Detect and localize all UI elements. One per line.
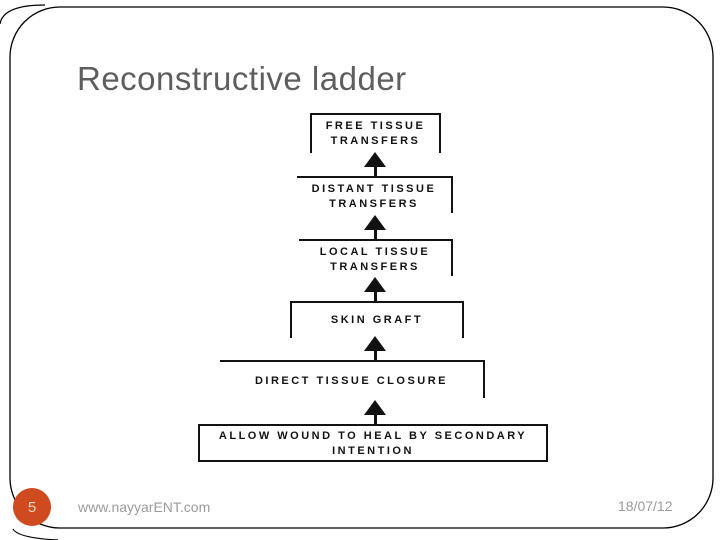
step-label-line2: TRANSFERS (330, 135, 421, 147)
step-label-line2: TRANSFERS (330, 261, 420, 273)
footer-date: 18/07/12 (618, 498, 673, 514)
step-free-tissue-transfers: FREE TISSUE TRANSFERS (310, 113, 441, 153)
step-label-line1: SKIN GRAFT (330, 314, 424, 326)
step-label-line2: TRANSFERS (329, 198, 419, 210)
step-label-line1: ALLOW WOUND TO HEAL BY SECONDARY (218, 430, 528, 442)
step-label-line1: FREE TISSUE (325, 120, 426, 132)
up-arrow-icon (364, 215, 386, 239)
step-label-line1: LOCAL TISSUE (319, 246, 431, 258)
up-arrow-icon (364, 336, 386, 360)
page-number: 5 (27, 498, 37, 516)
step-skin-graft: SKIN GRAFT (290, 301, 464, 338)
step-local-tissue-transfers: LOCAL TISSUE TRANSFERS (299, 239, 453, 276)
up-arrow-icon (364, 152, 386, 176)
footer-website: www.nayyarENT.com (78, 499, 211, 515)
step-direct-tissue-closure: DIRECT TISSUE CLOSURE (220, 360, 485, 398)
slide-title: Reconstructive ladder (77, 60, 407, 97)
step-secondary-intention: ALLOW WOUND TO HEAL BY SECONDARY INTENTI… (198, 424, 548, 462)
step-label-line1: DISTANT TISSUE (311, 183, 437, 195)
up-arrow-icon (364, 400, 386, 424)
step-distant-tissue-transfers: DISTANT TISSUE TRANSFERS (297, 176, 453, 213)
step-label-line1: DIRECT TISSUE CLOSURE (254, 375, 449, 387)
step-label-line2: INTENTION (332, 445, 414, 457)
up-arrow-icon (364, 277, 386, 301)
page-number-badge: 5 (13, 488, 51, 526)
